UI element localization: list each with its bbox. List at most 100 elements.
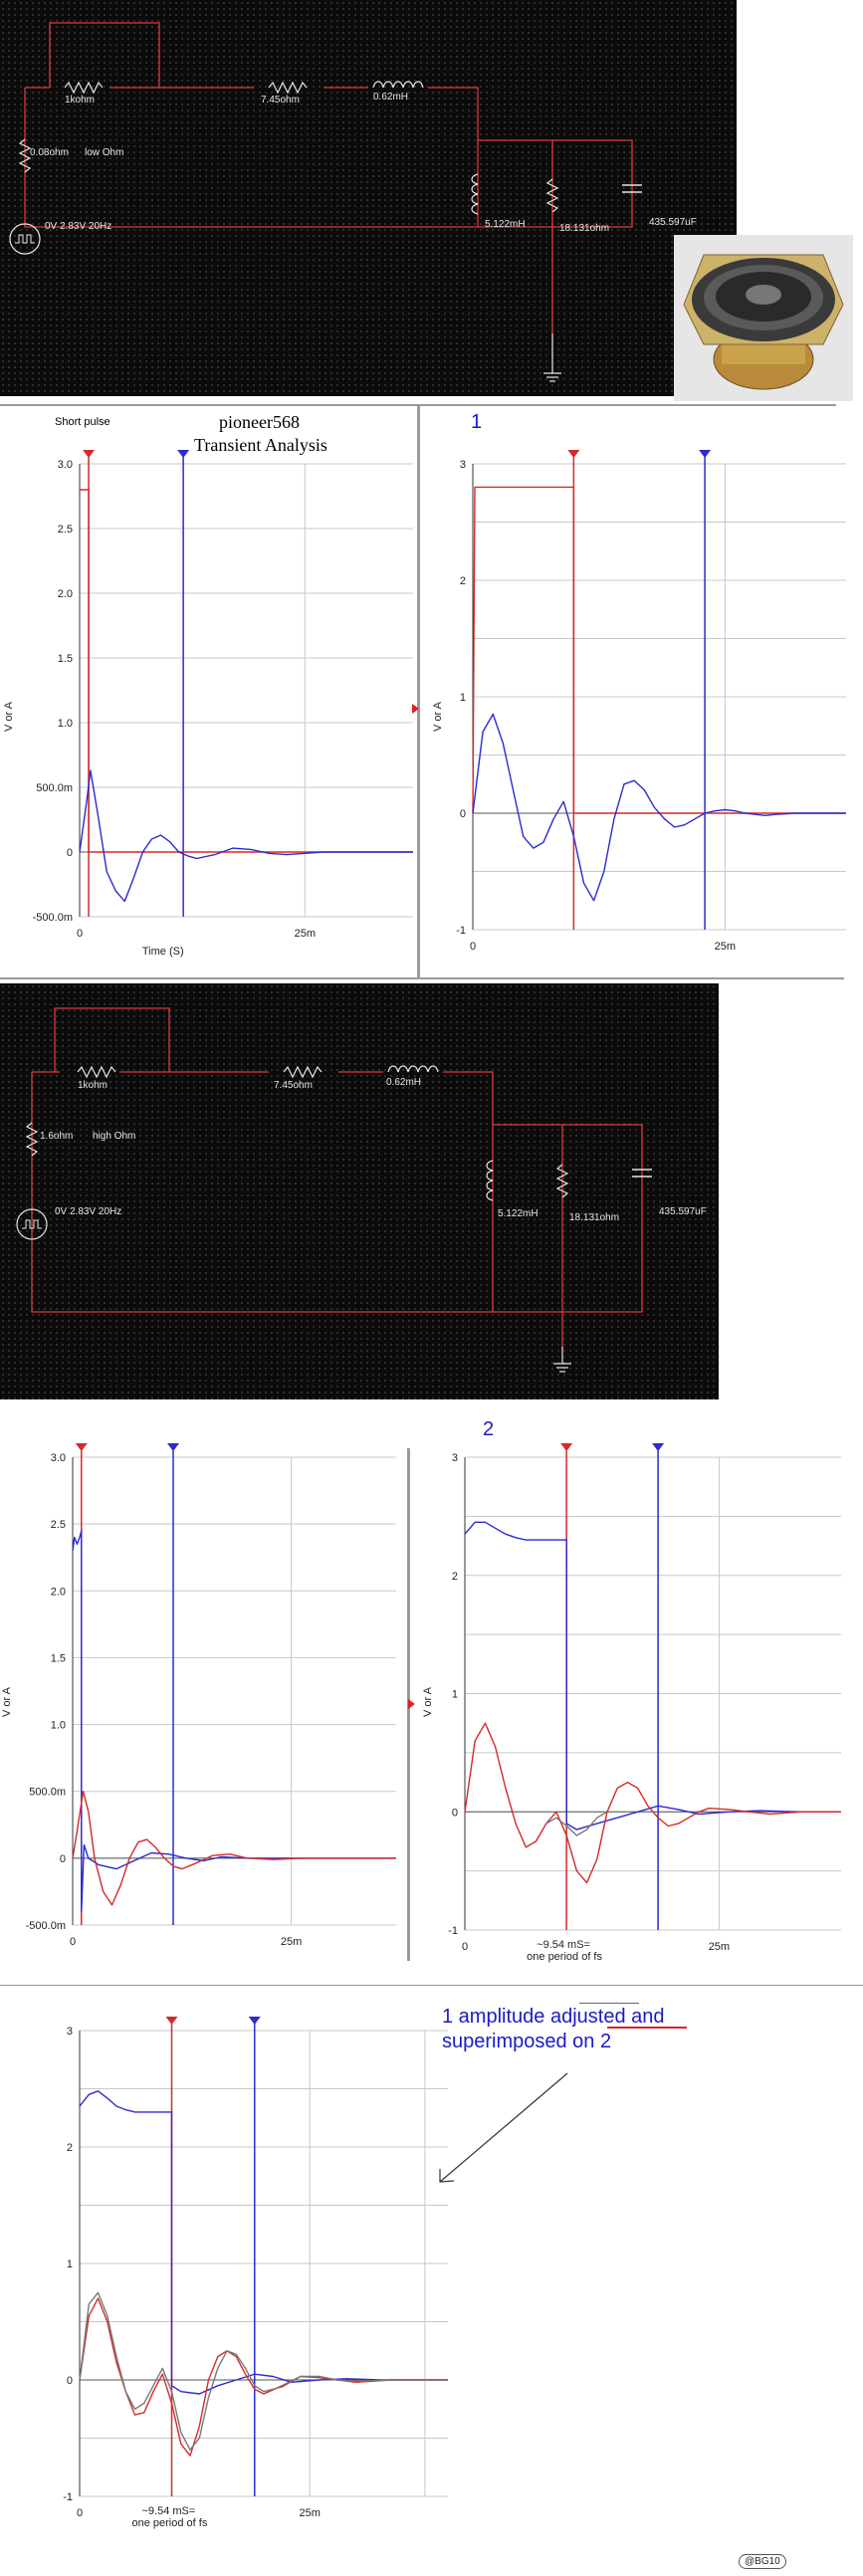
divider bbox=[417, 406, 420, 978]
divider-arrow-icon bbox=[412, 704, 419, 714]
series-line-blue bbox=[79, 769, 413, 903]
x-tick-label: 25m bbox=[295, 928, 316, 940]
red-cursor-marker-icon bbox=[567, 450, 580, 458]
y-tick-label: 3 bbox=[460, 459, 466, 471]
y-tick-label: 3 bbox=[67, 2026, 73, 2038]
series-line-red bbox=[472, 486, 846, 814]
speaker-icon bbox=[683, 254, 844, 390]
y-tick-label: 0 bbox=[460, 808, 466, 820]
series-line-red bbox=[72, 1791, 396, 1906]
y-tick-label: 0 bbox=[67, 847, 73, 859]
y-tick-label: 3.0 bbox=[51, 1452, 66, 1464]
x-tick-label: 25m bbox=[709, 1941, 730, 1953]
y-tick-label: 2 bbox=[452, 1571, 458, 1583]
capacitor-label: 435.597uF bbox=[649, 217, 697, 228]
chart-title-line2: Transient Analysis bbox=[194, 435, 327, 455]
inductor-label: 0.62mH bbox=[373, 92, 408, 103]
y-tick-label: -1 bbox=[63, 2491, 73, 2503]
circuit-schematic-high-ohm: 1kohm 7.45ohm 0.62mH 1.6ohm high Ohm 0V … bbox=[0, 983, 719, 1399]
inductor-label: 0.62mH bbox=[386, 1077, 421, 1088]
shunt-resistor-label: 18.131ohm bbox=[559, 223, 609, 234]
divider bbox=[0, 977, 844, 979]
series-line-blue bbox=[464, 1521, 841, 1830]
period-label-line1: ~9.54 mS= bbox=[142, 2505, 196, 2517]
plot-superimposed: -1 0 1 2 3 0 25m ~9.54 mS=one period of fs bbox=[0, 2011, 458, 2548]
resistor-source-label: 1.6ohm bbox=[40, 1131, 73, 1142]
y-tick-label: 2 bbox=[460, 575, 466, 587]
y-tick-label: 0 bbox=[452, 1807, 458, 1819]
source-label: 0V 2.83V 20Hz bbox=[45, 221, 111, 232]
y-axis-label: V or A bbox=[422, 1686, 434, 1717]
x-tick-label: 25m bbox=[281, 1936, 302, 1948]
y-tick-label: 3.0 bbox=[58, 459, 73, 471]
y-tick-label: 0 bbox=[60, 1853, 66, 1865]
pointer-arrow-icon bbox=[439, 2072, 568, 2183]
series-line-gray bbox=[79, 2291, 448, 2451]
y-tick-label: -500.0m bbox=[26, 1920, 66, 1932]
blue-cursor-marker-icon bbox=[177, 450, 190, 458]
y-tick-label: 1 bbox=[452, 1689, 458, 1701]
series-line-blue bbox=[472, 713, 846, 902]
y-tick-label: 1 bbox=[67, 2258, 73, 2270]
y-tick-label: 500.0m bbox=[36, 782, 73, 794]
red-cursor-marker-icon bbox=[83, 450, 96, 458]
y-tick-label: 2.0 bbox=[58, 588, 73, 600]
blue-cursor-marker-icon bbox=[248, 2017, 261, 2025]
y-tick-label: 1.0 bbox=[51, 1720, 66, 1732]
y-tick-label: 500.0m bbox=[29, 1787, 66, 1799]
y-tick-label: -500.0m bbox=[33, 912, 73, 924]
y-axis-label: V or A bbox=[3, 701, 15, 732]
x-tick-label: 25m bbox=[715, 941, 736, 953]
circuit-1-drawing: 1kohm 7.45ohm 0.62mH 0.08ohm low Ohm 0V … bbox=[9, 22, 697, 382]
period-label-line2: one period of fs bbox=[527, 1951, 602, 1963]
x-tick-label: 25m bbox=[300, 2507, 321, 2519]
y-tick-label: 2 bbox=[67, 2142, 73, 2154]
red-cursor-marker-icon bbox=[560, 1443, 573, 1451]
y-tick-label: 2.0 bbox=[51, 1586, 66, 1598]
signature-badge: @BG10 bbox=[739, 2554, 786, 2569]
impedance-note: low Ohm bbox=[85, 147, 123, 158]
chart-title-line1: pioneer568 bbox=[219, 412, 300, 432]
blue-cursor-marker-icon bbox=[167, 1443, 180, 1451]
speaker-photo bbox=[674, 235, 853, 401]
x-tick-label: 0 bbox=[77, 928, 83, 940]
shunt-resistor-label: 18.131ohm bbox=[569, 1212, 619, 1223]
series-line-blue bbox=[72, 1530, 396, 1913]
x-tick-label: 0 bbox=[70, 1936, 76, 1948]
y-tick-label: 2.5 bbox=[51, 1519, 66, 1531]
x-tick-label: 0 bbox=[470, 941, 476, 953]
divider-arrow-icon bbox=[408, 1699, 415, 1709]
shunt-inductor-label: 5.122mH bbox=[485, 219, 526, 230]
blue-cursor-marker-icon bbox=[652, 1443, 665, 1451]
circuit-2-drawing: 1kohm 7.45ohm 0.62mH 1.6ohm high Ohm 0V … bbox=[16, 1007, 707, 1373]
plot-number-1: 1 bbox=[471, 411, 483, 433]
series-line-red bbox=[80, 489, 413, 853]
y-tick-label: 1.5 bbox=[51, 1652, 66, 1664]
series-line-blue bbox=[79, 2090, 448, 2395]
y-tick-label: 3 bbox=[452, 1452, 458, 1464]
series-line-red bbox=[464, 1722, 841, 1884]
resistor-1k-label: 1kohm bbox=[78, 1080, 108, 1091]
plot-number-2: 2 bbox=[483, 1418, 495, 1440]
circuit-schematic-low-ohm: 1kohm 7.45ohm 0.62mH 0.08ohm low Ohm 0V … bbox=[0, 0, 737, 396]
resistor-745-label: 7.45ohm bbox=[274, 1080, 313, 1091]
y-tick-label: -1 bbox=[448, 1925, 458, 1937]
period-label-line1: ~9.54 mS= bbox=[537, 1939, 590, 1951]
divider bbox=[0, 1985, 863, 1986]
red-cursor-marker-icon bbox=[165, 2017, 178, 2025]
annotation-underline bbox=[607, 2027, 687, 2029]
short-pulse-label: Short pulse bbox=[55, 416, 110, 428]
x-tick-label: 0 bbox=[77, 2507, 83, 2519]
annotation-line2: superimposed on 2 bbox=[442, 2031, 612, 2052]
y-tick-label: 2.5 bbox=[58, 524, 73, 536]
y-tick-label: 1 bbox=[460, 692, 466, 704]
annotation-overline bbox=[579, 2003, 639, 2004]
y-tick-label: 1.5 bbox=[58, 653, 73, 665]
y-tick-label: 0 bbox=[67, 2375, 73, 2387]
capacitor-label: 435.597uF bbox=[659, 1206, 707, 1217]
period-label-line2: one period of fs bbox=[132, 2517, 208, 2529]
y-axis-label: V or A bbox=[432, 701, 444, 732]
